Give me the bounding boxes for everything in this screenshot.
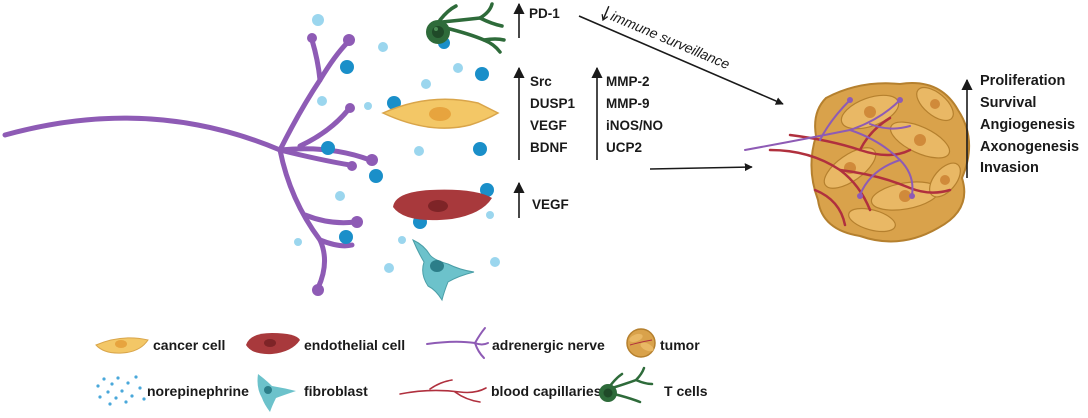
marker-endothelial-vegf: VEGF bbox=[532, 197, 569, 212]
legend-fibroblast: fibroblast bbox=[304, 383, 368, 399]
marker-dusp1: DUSP1 bbox=[530, 96, 576, 111]
immune-surveillance-label: immune surveillance bbox=[601, 5, 733, 73]
tumor-nerves bbox=[744, 99, 914, 196]
outcome-survival: Survival bbox=[980, 95, 1036, 111]
legend-fibroblast-icon bbox=[257, 374, 296, 412]
marker-mmp9: MMP-9 bbox=[606, 96, 650, 111]
legend-tumor: tumor bbox=[660, 337, 700, 353]
legend-tumor-icon bbox=[626, 328, 656, 358]
marker-inos: iNOS/NO bbox=[606, 118, 663, 133]
fibroblast bbox=[412, 239, 475, 302]
marker-src: Src bbox=[530, 74, 552, 89]
norepinephrine-dots bbox=[294, 14, 500, 273]
legend-endothelial-icon bbox=[246, 333, 300, 355]
marker-ucp2: UCP2 bbox=[606, 140, 642, 155]
tumor bbox=[744, 82, 971, 243]
adrenergic-nerve bbox=[2, 37, 373, 291]
t-cell bbox=[426, 2, 506, 54]
legend-cancer-cell: cancer cell bbox=[153, 337, 225, 353]
marker-bdnf: BDNF bbox=[530, 140, 568, 155]
immune-down-head bbox=[601, 14, 609, 22]
legend-adrenergic-nerve: adrenergic nerve bbox=[492, 337, 605, 353]
tumor-capillaries bbox=[768, 116, 952, 227]
marker-mmp2: MMP-2 bbox=[606, 74, 650, 89]
outcome-proliferation: Proliferation bbox=[980, 73, 1065, 89]
legend: cancer cell endothelial cell adrenergic … bbox=[95, 327, 708, 412]
outcome-angiogenesis: Angiogenesis bbox=[980, 117, 1075, 133]
legend-norepinephrine-icon bbox=[96, 375, 146, 406]
legend-endothelial-cell: endothelial cell bbox=[304, 337, 405, 353]
cancer-cell bbox=[381, 98, 500, 129]
legend-norepinephrine: norepinephrine bbox=[147, 383, 249, 399]
immune-text: immune surveillance bbox=[609, 8, 733, 73]
legend-t-cells: T cells bbox=[664, 383, 708, 399]
marker-vegf: VEGF bbox=[530, 118, 567, 133]
endothelial-cell bbox=[393, 189, 492, 221]
immune-down-mark bbox=[602, 5, 610, 20]
legend-blood-capillaries: blood capillaries bbox=[491, 383, 602, 399]
legend-t-cells-icon bbox=[599, 366, 654, 404]
outcome-invasion: Invasion bbox=[980, 160, 1039, 176]
immune-arrow bbox=[578, 15, 784, 105]
legend-cancer-cell-icon bbox=[95, 337, 149, 354]
outcome-axonogenesis: Axonogenesis bbox=[980, 139, 1079, 155]
pd1-label: PD-1 bbox=[529, 6, 560, 21]
legend-adrenergic-nerve-icon bbox=[426, 327, 489, 359]
nerve-terminals bbox=[307, 33, 378, 296]
to-tumor-arrow bbox=[649, 163, 753, 172]
legend-blood-capillaries-icon bbox=[399, 379, 487, 403]
